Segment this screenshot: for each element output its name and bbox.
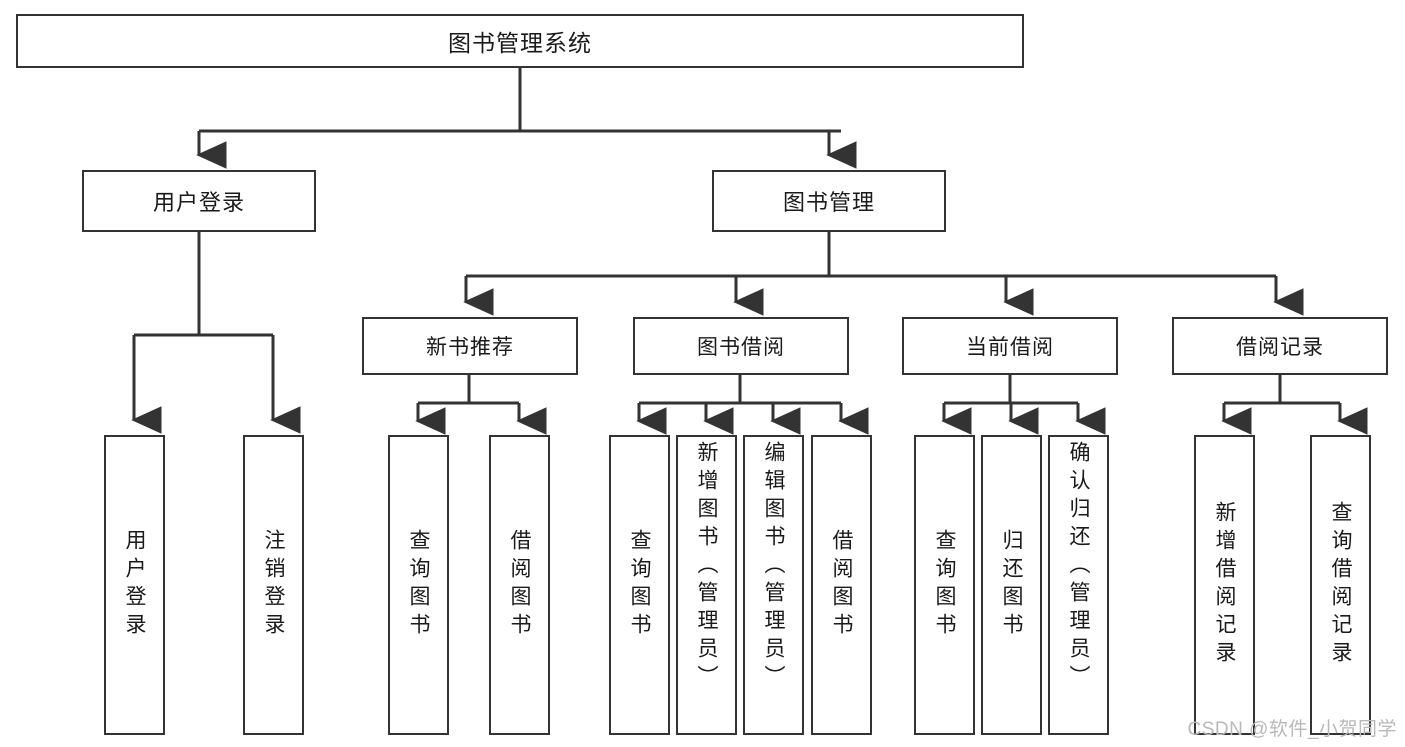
node-label: 注销登录 — [262, 529, 285, 641]
node-label: 用户登录 — [152, 190, 245, 215]
node-leaf-query-book-3[interactable]: 查询图书 — [914, 435, 975, 735]
node-new-book-recommend[interactable]: 新书推荐 — [362, 317, 578, 375]
node-label: 当前借阅 — [966, 336, 1054, 359]
node-leaf-return-book[interactable]: 归还图书 — [981, 435, 1042, 735]
node-user-login[interactable]: 用户登录 — [82, 170, 316, 232]
node-leaf-confirm-return[interactable]: 确认归还（管理员） — [1048, 435, 1109, 735]
node-leaf-add-record[interactable]: 新增借阅记录 — [1194, 435, 1255, 735]
node-leaf-edit-book[interactable]: 编辑图书（管理员） — [743, 435, 804, 735]
node-leaf-query-book-1[interactable]: 查询图书 — [388, 435, 449, 735]
node-book-borrow[interactable]: 图书借阅 — [633, 317, 849, 375]
node-leaf-logout-login[interactable]: 注销登录 — [243, 435, 304, 735]
node-label: 确认归还（管理员） — [1067, 441, 1090, 693]
node-label: 查询图书 — [628, 529, 651, 641]
node-label: 借阅图书 — [508, 529, 531, 641]
node-label: 借阅图书 — [830, 529, 853, 641]
node-label: 图书管理 — [782, 190, 875, 215]
node-borrow-record[interactable]: 借阅记录 — [1172, 317, 1388, 375]
node-leaf-user-login[interactable]: 用户登录 — [104, 435, 165, 735]
node-current-borrow[interactable]: 当前借阅 — [902, 317, 1118, 375]
node-label: 用户登录 — [123, 529, 146, 641]
node-label: 查询图书 — [933, 529, 956, 641]
node-label: 图书借阅 — [697, 336, 785, 359]
node-label: 归还图书 — [1000, 529, 1023, 641]
node-leaf-query-record[interactable]: 查询借阅记录 — [1310, 435, 1371, 735]
node-book-manage[interactable]: 图书管理 — [712, 170, 946, 232]
node-label: 借阅记录 — [1236, 336, 1324, 359]
node-label: 图书管理系统 — [448, 30, 592, 56]
node-label: 查询图书 — [407, 529, 430, 641]
watermark-text: CSDN @软件_小贺同学 — [1187, 719, 1397, 740]
node-leaf-query-book-2[interactable]: 查询图书 — [609, 435, 670, 735]
node-label: 查询借阅记录 — [1329, 501, 1352, 669]
node-leaf-add-book[interactable]: 新增图书（管理员） — [676, 435, 737, 735]
node-leaf-borrow-book-2[interactable]: 借阅图书 — [811, 435, 872, 735]
node-leaf-borrow-book-1[interactable]: 借阅图书 — [489, 435, 550, 735]
node-label: 新增借阅记录 — [1213, 501, 1236, 669]
node-label: 编辑图书（管理员） — [762, 441, 785, 693]
node-root-book-management-system[interactable]: 图书管理系统 — [16, 14, 1024, 68]
node-label: 新增图书（管理员） — [695, 441, 718, 693]
node-label: 新书推荐 — [426, 336, 514, 359]
